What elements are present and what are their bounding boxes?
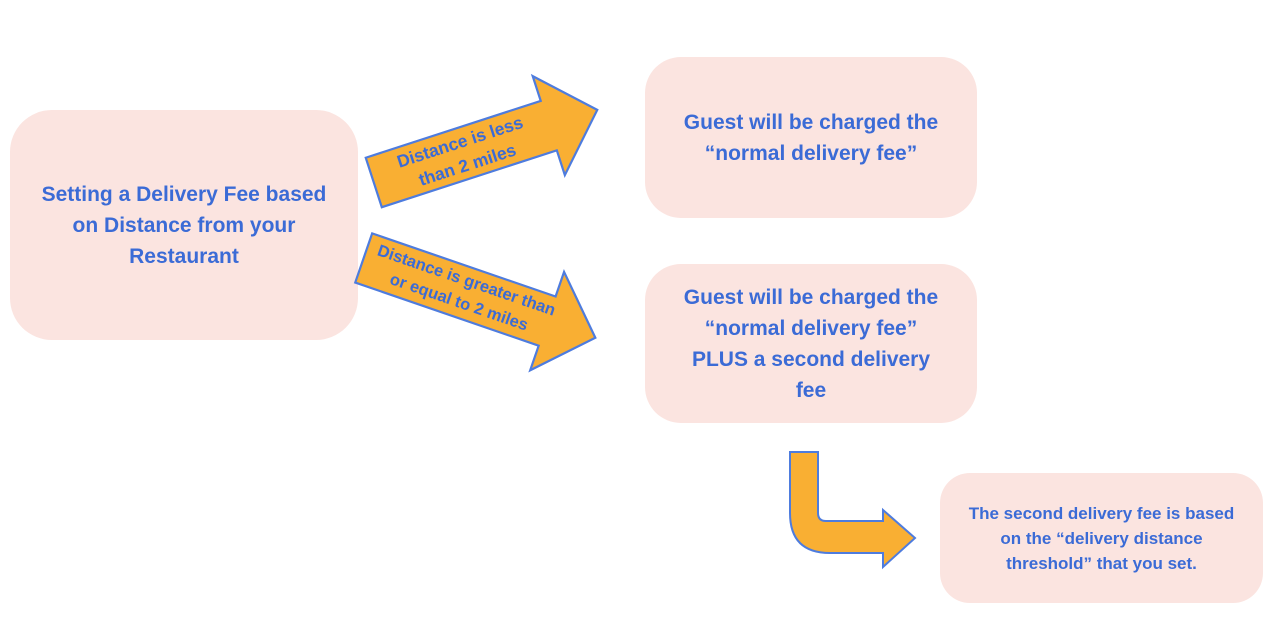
elbow-arrow-icon [789,451,917,570]
root-box-text: Setting a Delivery Fee based on Distance… [41,182,327,268]
threshold-note-box: The second delivery fee is based on the … [940,473,1263,603]
branch-arrow-less-than: Distance is less than 2 miles [355,57,617,236]
outcome-normal-fee-text: Guest will be charged the “normal delive… [683,110,939,165]
outcome-extra-fee-text: Guest will be charged the “normal delive… [683,285,939,402]
threshold-note-text: The second delivery fee is based on the … [968,503,1235,573]
root-box: Setting a Delivery Fee based on Distance… [10,110,358,340]
right-arrow-icon [353,231,597,373]
branch-arrow-greater-label: Distance is greater than or equal to 2 m… [375,241,558,335]
outcome-extra-fee-box: Guest will be charged the “normal delive… [645,264,977,423]
outcome-normal-fee-box: Guest will be charged the “normal delive… [645,57,977,218]
arrow-shape [353,231,597,373]
right-arrow-icon [364,73,599,209]
arrow-shape [364,73,599,209]
branch-arrow-greater-than: Distance is greater than or equal to 2 m… [344,205,616,390]
elbow-arrow-shape [789,451,917,570]
